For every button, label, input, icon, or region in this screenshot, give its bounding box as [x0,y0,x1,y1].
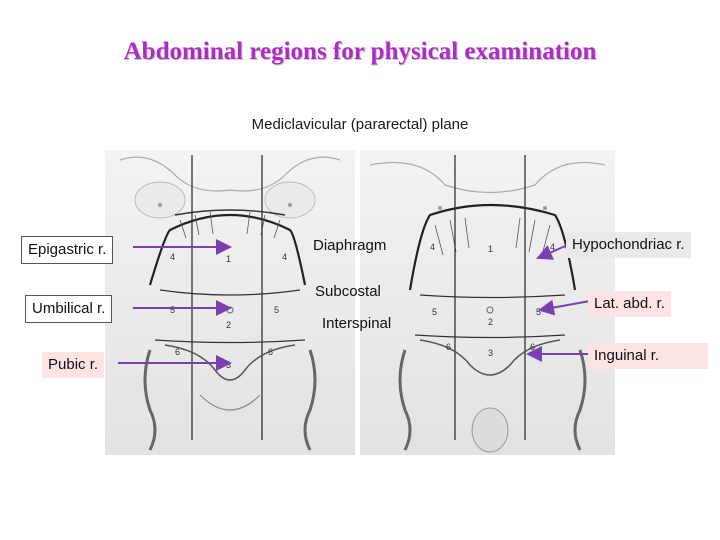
pubic-label: Pubic r. [42,352,105,378]
diaphragm-label: Diaphragm [313,237,387,254]
svg-text:2: 2 [226,320,231,330]
umbilical-label: Umbilical r. [25,295,113,323]
svg-text:6: 6 [530,342,535,352]
hypochondriac-label: Hypochondriac r. [566,232,691,258]
svg-text:4: 4 [282,252,287,262]
svg-text:6: 6 [446,342,451,352]
female-torso: 1 2 3 4 4 5 5 6 6 [105,150,355,455]
svg-text:5: 5 [170,305,175,315]
svg-text:1: 1 [488,244,493,254]
svg-text:5: 5 [274,305,279,315]
svg-text:3: 3 [488,348,493,358]
svg-text:6: 6 [175,347,180,357]
svg-text:3: 3 [226,360,231,370]
subcostal-label: Subcostal [315,283,381,300]
arrow-lat-abd [538,299,591,316]
arrows [118,239,591,371]
svg-text:1: 1 [226,254,231,264]
svg-text:5: 5 [432,307,437,317]
inguinal-label: Inguinal r. [588,343,708,369]
plane-subtitle: Mediclavicular (pararectal) plane [251,116,469,133]
svg-text:4: 4 [170,252,175,262]
svg-text:6: 6 [268,347,273,357]
svg-text:4: 4 [430,242,435,252]
epigastric-label: Epigastric r. [21,236,114,264]
interspinal-label: Interspinal [322,315,392,332]
arrow-hypochondriac [536,243,571,260]
svg-text:5: 5 [536,307,541,317]
page-title: Abdominal regions for physical examinati… [123,38,597,65]
male-torso: 1 2 3 4 4 5 5 6 6 [360,150,615,455]
svg-text:2: 2 [488,317,493,327]
lat-abd-label: Lat. abd. r. [588,291,671,317]
